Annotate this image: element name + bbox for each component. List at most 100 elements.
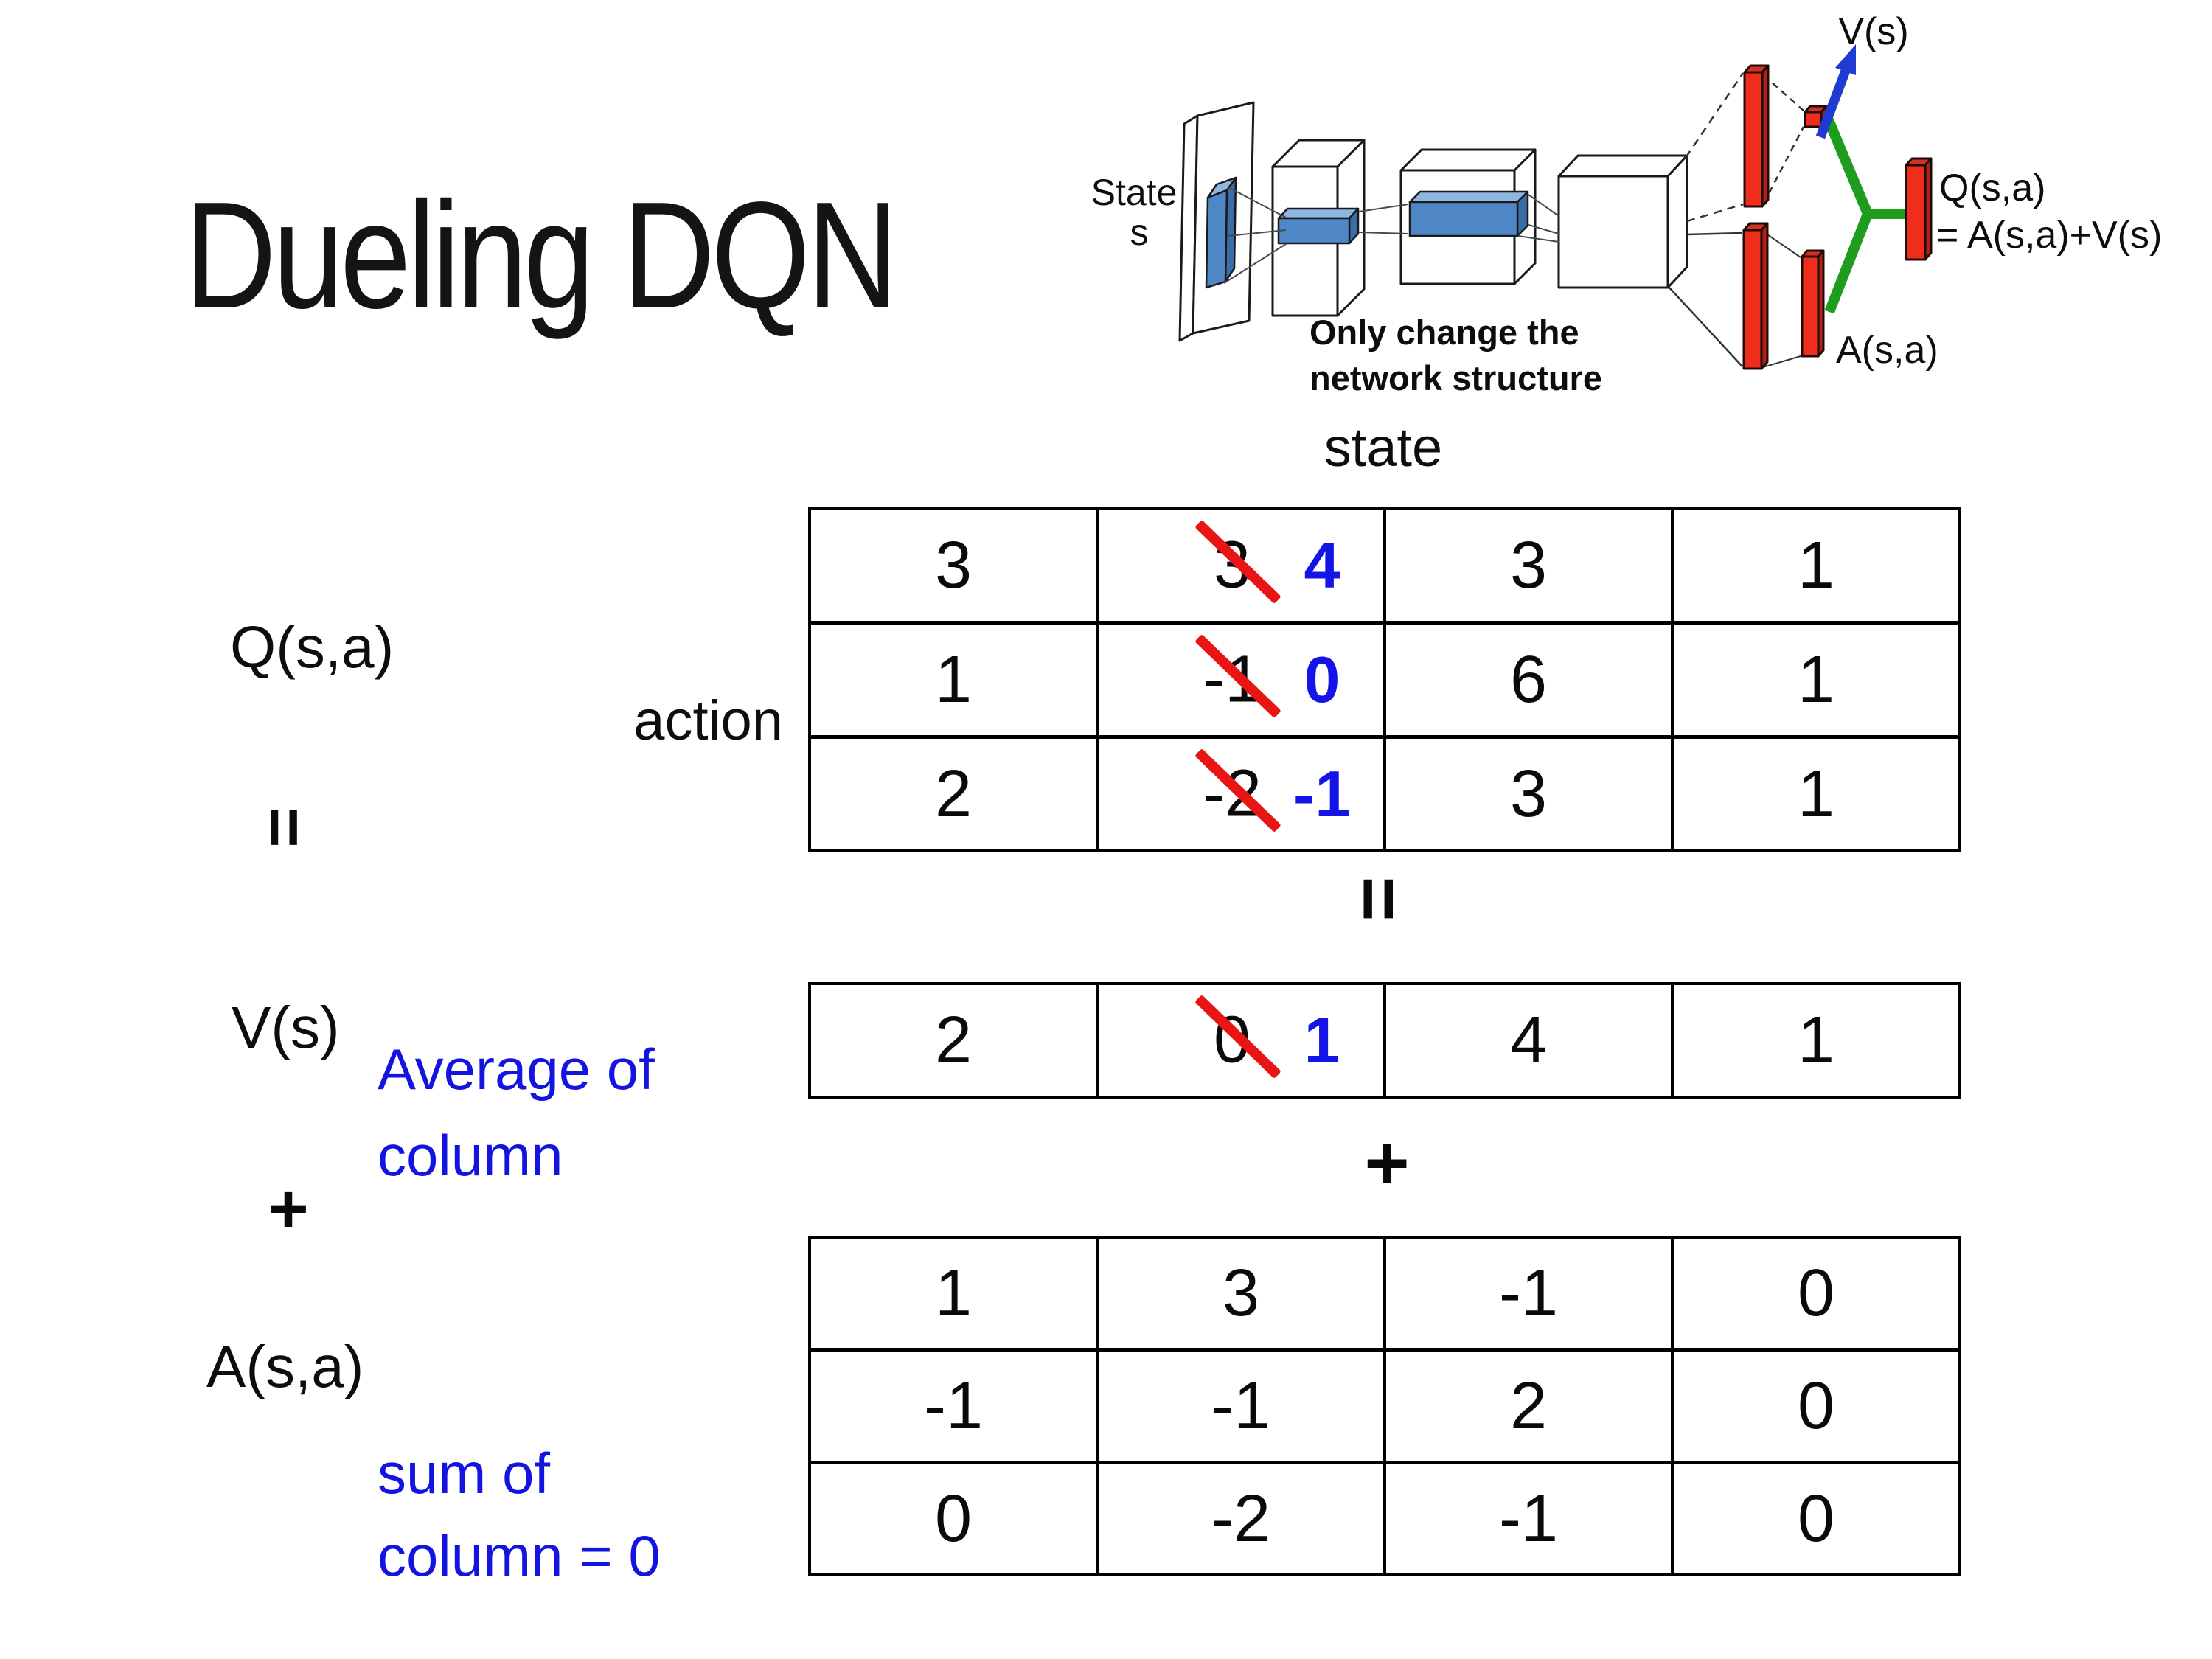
plus-sign-left: + bbox=[268, 1169, 309, 1248]
table-row: -1 -1 2 0 bbox=[811, 1352, 1958, 1464]
q-function-label: Q(s,a) bbox=[230, 614, 394, 680]
cell-value: 1 bbox=[1797, 757, 1835, 831]
plus-sign-center: + bbox=[1364, 1120, 1410, 1207]
q-cell: 1 bbox=[811, 625, 1099, 735]
page-title: Dueling DQN bbox=[184, 170, 899, 340]
diagram-vs-label: V(s) bbox=[1838, 10, 1908, 53]
v-cell-crossed: 0 1 bbox=[1099, 985, 1386, 1096]
value-function-label: V(s) bbox=[232, 995, 340, 1060]
advantage-stream-bar-2 bbox=[1801, 249, 1825, 358]
q-output-bar bbox=[1905, 157, 1933, 261]
diagram-state-s-label: s bbox=[1130, 212, 1149, 253]
equals-sign-left: = bbox=[245, 807, 324, 848]
cell-value: 0 bbox=[934, 1481, 973, 1556]
diagram-q-label-line1: Q(s,a) bbox=[1939, 167, 2045, 209]
diagram-a-label: A(s,a) bbox=[1836, 329, 1938, 372]
conv-filter-box bbox=[1205, 176, 1237, 289]
a-cell: 0 bbox=[1674, 1464, 1958, 1573]
cell-value: 1 bbox=[1797, 1003, 1835, 1077]
cell-value: -1 bbox=[1498, 1256, 1559, 1330]
state-axis-label: state bbox=[1324, 417, 1443, 478]
q-cell: 6 bbox=[1386, 625, 1674, 735]
network-architecture-diagram: V(s) State s Q(s,a) = A(s,a)+V(s) A(s,a)… bbox=[1091, 10, 2163, 397]
a-cell: -1 bbox=[1386, 1464, 1674, 1573]
a-cell: -1 bbox=[1099, 1352, 1386, 1461]
q-cell-crossed: -1 0 bbox=[1099, 625, 1386, 735]
table-row: 3 3 4 3 1 bbox=[811, 510, 1958, 625]
table-row: 2 -2 -1 3 1 bbox=[811, 739, 1958, 849]
table-row: 0 -2 -1 0 bbox=[811, 1464, 1958, 1573]
diagram-state-label: State bbox=[1091, 172, 1178, 213]
a-cell: 0 bbox=[811, 1464, 1099, 1573]
note-line: Average of bbox=[378, 1037, 655, 1102]
cell-value: -1 bbox=[1211, 1368, 1271, 1443]
value-arrow-blue bbox=[1815, 44, 1856, 139]
note-line: column bbox=[378, 1123, 563, 1188]
q-cell: 3 bbox=[1386, 739, 1674, 849]
cell-value: 2 bbox=[934, 757, 973, 831]
cell-value: 0 bbox=[1797, 1481, 1835, 1556]
table-row: 1 -1 0 6 1 bbox=[811, 625, 1958, 739]
average-of-column-note: Average of column bbox=[378, 1026, 655, 1199]
a-cell: -2 bbox=[1099, 1464, 1386, 1573]
q-matrix-table: 3 3 4 3 1 1 -1 0 6 1 2 -2 -1 3 1 bbox=[808, 507, 1961, 852]
diagram-q-label-line2: = A(s,a)+V(s) bbox=[1936, 214, 2162, 257]
v-cell: 2 bbox=[811, 985, 1099, 1096]
cell-value: 3 bbox=[1222, 1256, 1260, 1330]
diagram-note-line2: network structure bbox=[1310, 358, 1602, 397]
q-cell: 3 bbox=[811, 510, 1099, 621]
q-cell: 2 bbox=[811, 739, 1099, 849]
sum-of-column-note: sum of column = 0 bbox=[378, 1432, 661, 1598]
cell-value: 3 bbox=[1509, 528, 1548, 602]
cell-value: -2 bbox=[1211, 1481, 1271, 1556]
cell-value: 0 bbox=[1797, 1368, 1835, 1443]
new-value: 1 bbox=[1304, 1004, 1340, 1077]
feature-bar-1 bbox=[1277, 207, 1360, 245]
q-cell-crossed: -2 -1 bbox=[1099, 739, 1386, 849]
cell-value: 1 bbox=[1797, 528, 1835, 602]
cell-value: 6 bbox=[1509, 642, 1548, 717]
note-line: sum of bbox=[378, 1441, 551, 1506]
q-cell: 3 bbox=[1386, 510, 1674, 621]
cell-value: 2 bbox=[1509, 1368, 1548, 1443]
v-cell: 4 bbox=[1386, 985, 1674, 1096]
cell-value: 0 bbox=[1797, 1256, 1835, 1330]
note-line: column = 0 bbox=[378, 1523, 661, 1589]
cell-value: 1 bbox=[1797, 642, 1835, 717]
q-cell: 1 bbox=[1674, 739, 1958, 849]
table-row: 1 3 -1 0 bbox=[811, 1239, 1958, 1352]
cell-value: 4 bbox=[1509, 1003, 1548, 1077]
a-cell: -1 bbox=[1386, 1239, 1674, 1348]
cell-value: 1 bbox=[934, 1256, 973, 1330]
fc-red-bars bbox=[1742, 64, 1933, 370]
a-cell: -1 bbox=[811, 1352, 1099, 1461]
a-cell: 0 bbox=[1674, 1239, 1958, 1348]
aggregation-links-green bbox=[1822, 114, 1907, 314]
new-value: 4 bbox=[1304, 529, 1340, 602]
value-stream-bar bbox=[1743, 64, 1770, 208]
a-cell: 2 bbox=[1386, 1352, 1674, 1461]
q-cell: 1 bbox=[1674, 625, 1958, 735]
cell-value: 2 bbox=[934, 1003, 973, 1077]
fc-connector-lines bbox=[1668, 72, 1805, 368]
new-value: 0 bbox=[1304, 643, 1340, 716]
action-axis-label: action bbox=[633, 689, 783, 752]
q-cell: 1 bbox=[1674, 510, 1958, 621]
v-row-table: 2 0 1 4 1 bbox=[808, 982, 1961, 1099]
conv-layer-3-box bbox=[1557, 154, 1688, 289]
cell-value: -1 bbox=[1498, 1481, 1559, 1556]
v-cell: 1 bbox=[1674, 985, 1958, 1096]
cell-value: -1 bbox=[923, 1368, 984, 1443]
new-value: -1 bbox=[1293, 757, 1352, 830]
advantage-function-label: A(s,a) bbox=[206, 1334, 364, 1399]
cell-value: 3 bbox=[1509, 757, 1548, 831]
a-matrix-table: 1 3 -1 0 -1 -1 2 0 0 -2 -1 0 bbox=[808, 1236, 1961, 1576]
cell-value: 1 bbox=[934, 642, 973, 717]
feature-bar-2 bbox=[1408, 190, 1529, 237]
q-cell-crossed: 3 4 bbox=[1099, 510, 1386, 621]
a-cell: 1 bbox=[811, 1239, 1099, 1348]
advantage-stream-bar-1 bbox=[1742, 222, 1769, 370]
cell-value: 3 bbox=[934, 528, 973, 602]
diagram-note-line1: Only change the bbox=[1310, 313, 1579, 352]
